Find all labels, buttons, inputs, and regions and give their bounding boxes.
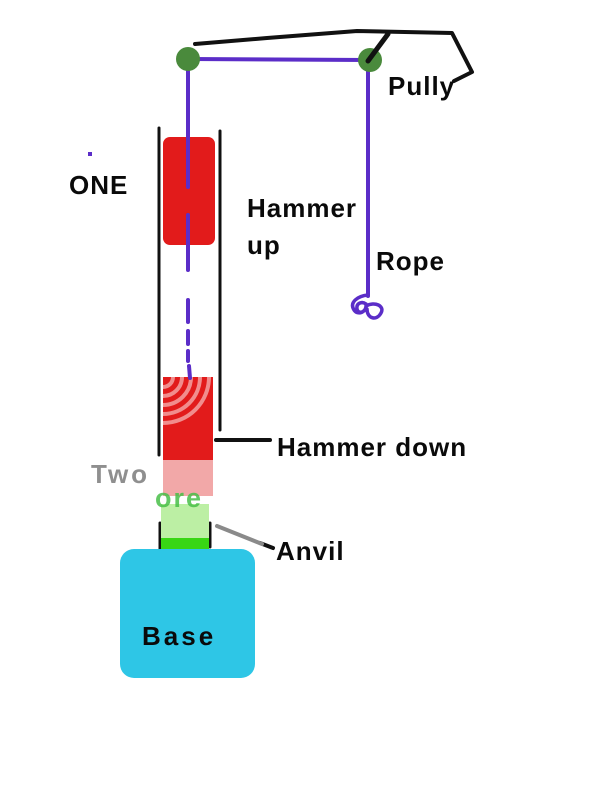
stray-purple-dot xyxy=(88,152,92,156)
label-hammer-up: Hammer up xyxy=(247,193,358,260)
label-one: ONE xyxy=(69,170,129,200)
anvil-bottom-block xyxy=(161,538,209,549)
label-pulley: Pully xyxy=(388,71,456,101)
label-rope: Rope xyxy=(376,246,445,276)
pulley-diagonal-line xyxy=(365,31,391,64)
anvil-top-block xyxy=(161,504,209,538)
hammer-up-block xyxy=(163,137,215,245)
guide-rails xyxy=(157,126,222,551)
left-pulley-dot xyxy=(176,47,200,71)
label-hammer-down: Hammer down xyxy=(277,432,468,462)
rope-left-dash-5 xyxy=(187,364,192,380)
rope-lines xyxy=(88,57,384,380)
anvil-leader-gray xyxy=(215,524,264,546)
rope-handle xyxy=(350,293,384,320)
hammer-down-ghost xyxy=(163,460,213,496)
annotation-lines xyxy=(193,29,474,550)
label-anvil: Anvil xyxy=(276,536,345,566)
rope-top-horizontal xyxy=(188,57,369,62)
label-two: Two xyxy=(91,459,151,489)
watermark-text: ore xyxy=(155,483,204,513)
base-block xyxy=(120,549,255,678)
label-base: Base xyxy=(142,621,217,651)
pulley-frame-line xyxy=(193,29,474,83)
